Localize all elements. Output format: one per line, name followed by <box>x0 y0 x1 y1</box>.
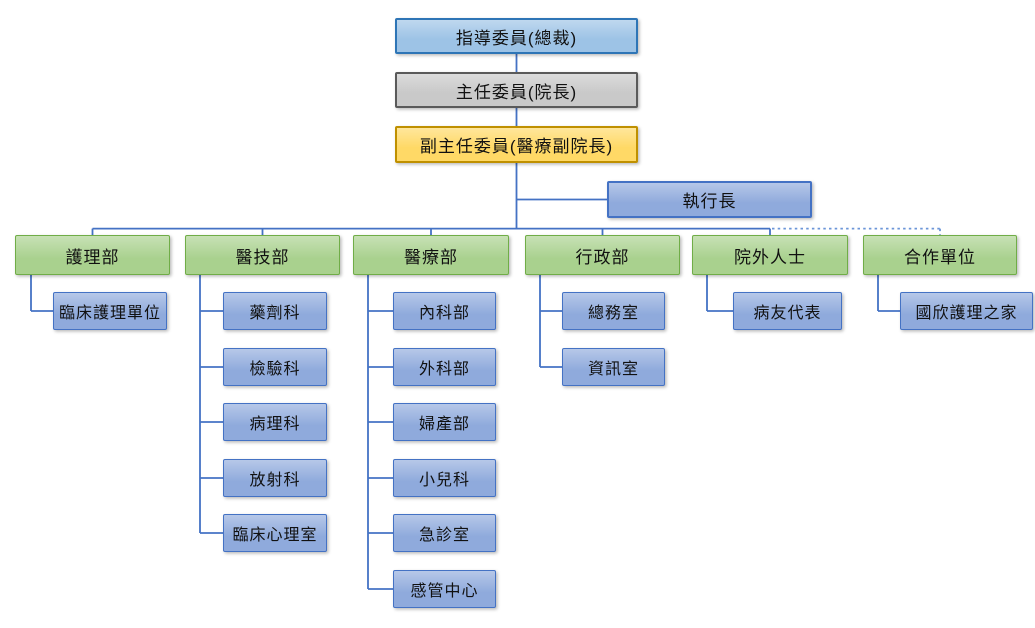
node-ceo: 執行長 <box>607 181 812 218</box>
unit-pediatrics: 小兒科 <box>393 459 496 497</box>
unit-general-affairs: 總務室 <box>562 292 665 330</box>
unit-pharmacy: 藥劑科 <box>223 292 327 330</box>
dept-nursing: 護理部 <box>15 235 170 275</box>
unit-clinical-nursing: 臨床護理單位 <box>53 292 167 330</box>
unit-radiology: 放射科 <box>223 459 327 497</box>
unit-infection-control: 感管中心 <box>393 570 496 608</box>
dept-medical: 醫療部 <box>353 235 509 275</box>
unit-internal-medicine: 內科部 <box>393 292 496 330</box>
unit-laboratory: 檢驗科 <box>223 348 327 386</box>
unit-clinical-psychology: 臨床心理室 <box>223 514 327 552</box>
unit-pathology: 病理科 <box>223 403 327 441</box>
unit-emergency: 急診室 <box>393 514 496 552</box>
node-chief-committee: 主任委員(院長) <box>395 72 638 108</box>
unit-surgery: 外科部 <box>393 348 496 386</box>
unit-information: 資訊室 <box>562 348 665 386</box>
node-steering-committee: 指導委員(總裁) <box>395 18 638 54</box>
dept-admin: 行政部 <box>525 235 680 275</box>
dept-partner-units: 合作單位 <box>863 235 1017 275</box>
dept-medtech: 醫技部 <box>185 235 340 275</box>
unit-guoxin-nursing-home: 國欣護理之家 <box>900 292 1033 330</box>
unit-obgyn: 婦產部 <box>393 403 496 441</box>
dept-external-people: 院外人士 <box>692 235 848 275</box>
unit-patient-representative: 病友代表 <box>733 292 842 330</box>
node-deputy-chief-committee: 副主任委員(醫療副院長) <box>395 126 638 163</box>
